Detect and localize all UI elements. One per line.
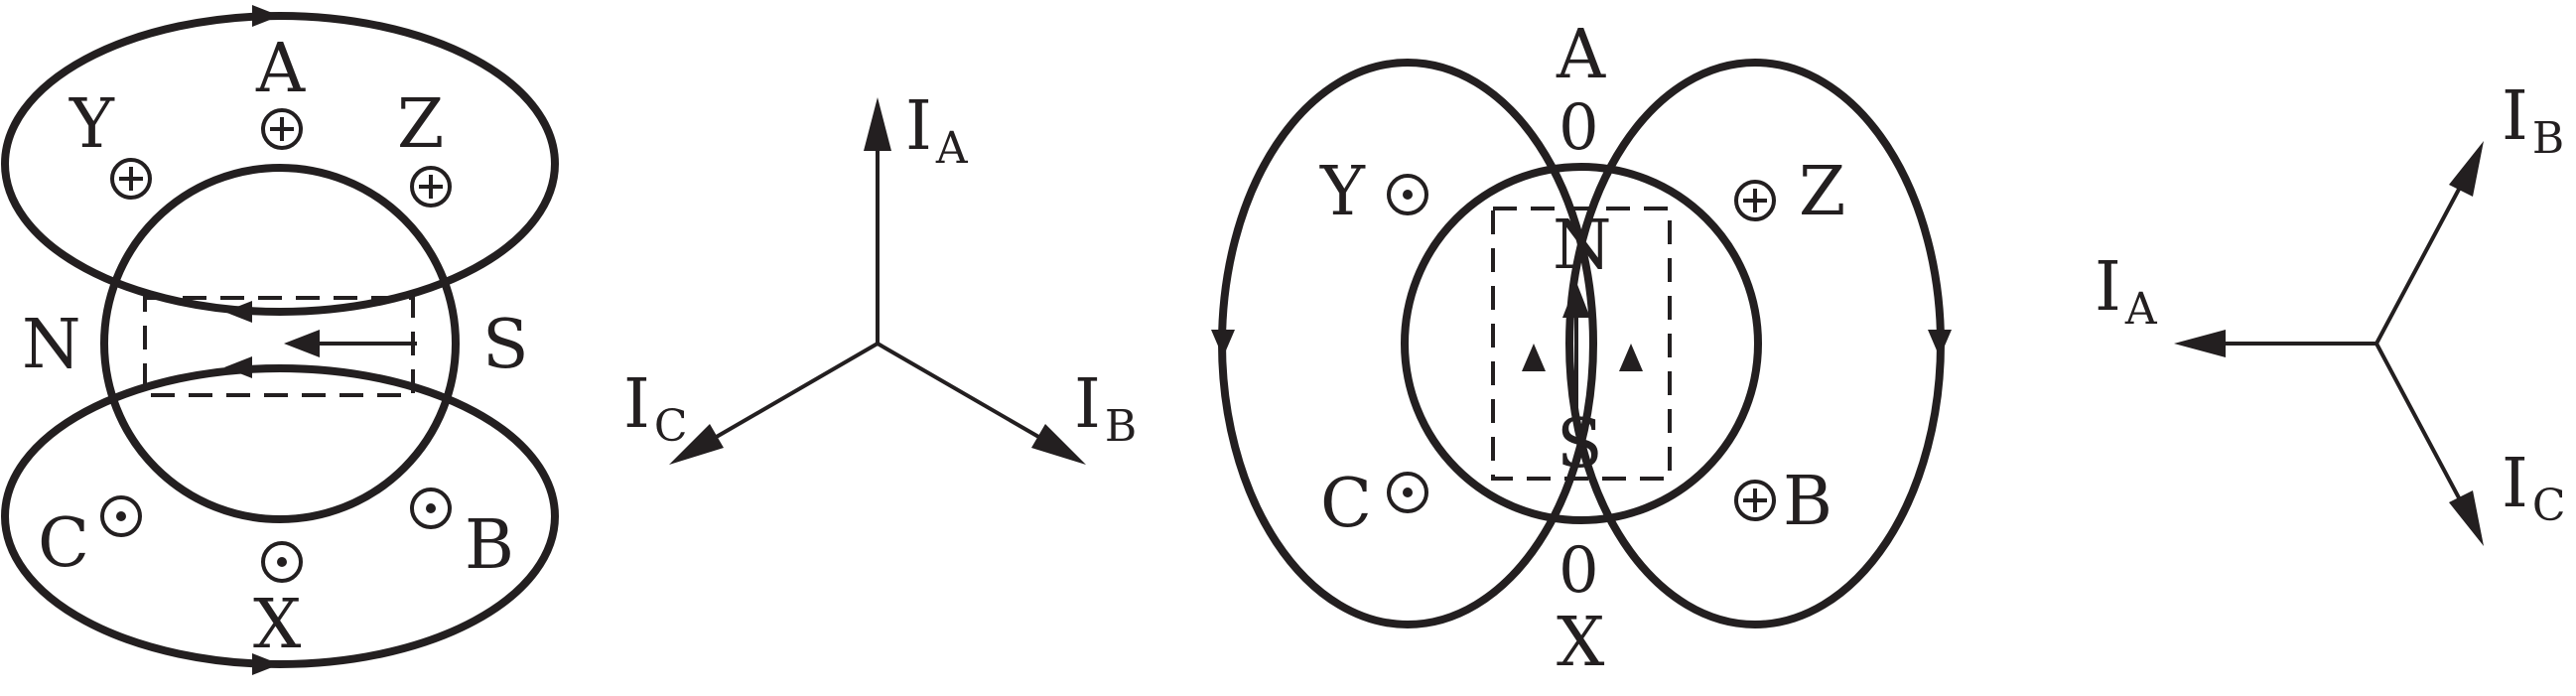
left-label-B: B	[465, 506, 514, 585]
left-conductor-Z-cross	[419, 175, 443, 199]
right-machine: N S A 0 0 X Y Z C B	[1211, 16, 1952, 682]
right-label-A: A	[1556, 16, 1606, 94]
left-conductor-Y-cross	[119, 167, 143, 191]
left-label-A: A	[255, 30, 306, 108]
right-phasor-IC-arrow	[2449, 490, 2484, 546]
right-phasor-IC-line	[2374, 343, 2472, 519]
left-top-loop-arrow	[252, 5, 280, 27]
left-phasor-IB-line	[876, 342, 1068, 455]
right-rotor-outline	[1491, 207, 1672, 481]
right-right-loop-inner-arrow	[1619, 344, 1643, 371]
right-zero-bottom: 0	[1559, 534, 1599, 608]
right-label-X: X	[1557, 604, 1605, 682]
left-label-Z: Z	[397, 85, 444, 164]
left-machine: N S A Y Z C B X	[1, 5, 559, 675]
left-phasor-IA-arrow	[864, 97, 891, 151]
left-phasor-diagram: IA IC IB	[623, 87, 1137, 465]
left-conductor-A-cross	[270, 117, 294, 141]
right-phasor-IB-line	[2374, 168, 2472, 345]
right-stator-circle	[1401, 163, 1762, 524]
left-pole-south: S	[482, 306, 529, 384]
right-phasor-IA-label: IA	[2095, 248, 2158, 335]
left-label-X: X	[253, 586, 302, 664]
right-phasor-IA-arrow	[2174, 330, 2226, 357]
right-right-loop-arrow	[1928, 330, 1952, 357]
right-left-loop-arrow	[1211, 330, 1235, 357]
right-label-C: C	[1320, 465, 1372, 543]
left-label-Y: Y	[68, 85, 115, 164]
right-label-B: B	[1783, 463, 1832, 541]
left-label-C: C	[38, 504, 89, 583]
right-phasor-IC-label: IC	[2502, 445, 2566, 531]
right-conductor-Z-cross	[1743, 189, 1767, 212]
left-top-loop-inner-arrow	[224, 301, 252, 323]
right-zero-top: 0	[1559, 91, 1599, 165]
right-conductor-B-cross	[1743, 488, 1767, 512]
right-phasor-IB-arrow	[2449, 141, 2484, 197]
left-phasor-IC-label: IC	[623, 365, 688, 452]
left-pole-north: N	[22, 306, 81, 384]
left-phasor-IC-arrow	[669, 424, 724, 465]
right-pole-north: N	[1553, 207, 1612, 285]
right-rotor-field-arrow	[1562, 282, 1590, 318]
left-bottom-loop-arrow	[252, 653, 280, 675]
left-phasor-IB-label: IB	[1074, 365, 1137, 452]
left-rotor-field-arrow	[284, 330, 320, 357]
left-phasor-IC-line	[687, 342, 880, 455]
right-label-Y: Y	[1319, 153, 1366, 231]
right-label-Z: Z	[1799, 153, 1845, 231]
right-left-loop-inner-arrow	[1522, 344, 1546, 371]
left-stator-circle	[100, 164, 460, 523]
right-phasor-diagram: IA IB IC	[2095, 77, 2566, 546]
left-bottom-loop-inner-arrow	[224, 356, 252, 378]
left-phasor-IA-label: IA	[905, 87, 969, 174]
left-rotor-outline	[143, 296, 415, 397]
left-phasor-IB-arrow	[1031, 424, 1086, 465]
right-phasor-IB-label: IB	[2502, 77, 2564, 164]
right-pole-south: S	[1557, 405, 1603, 484]
